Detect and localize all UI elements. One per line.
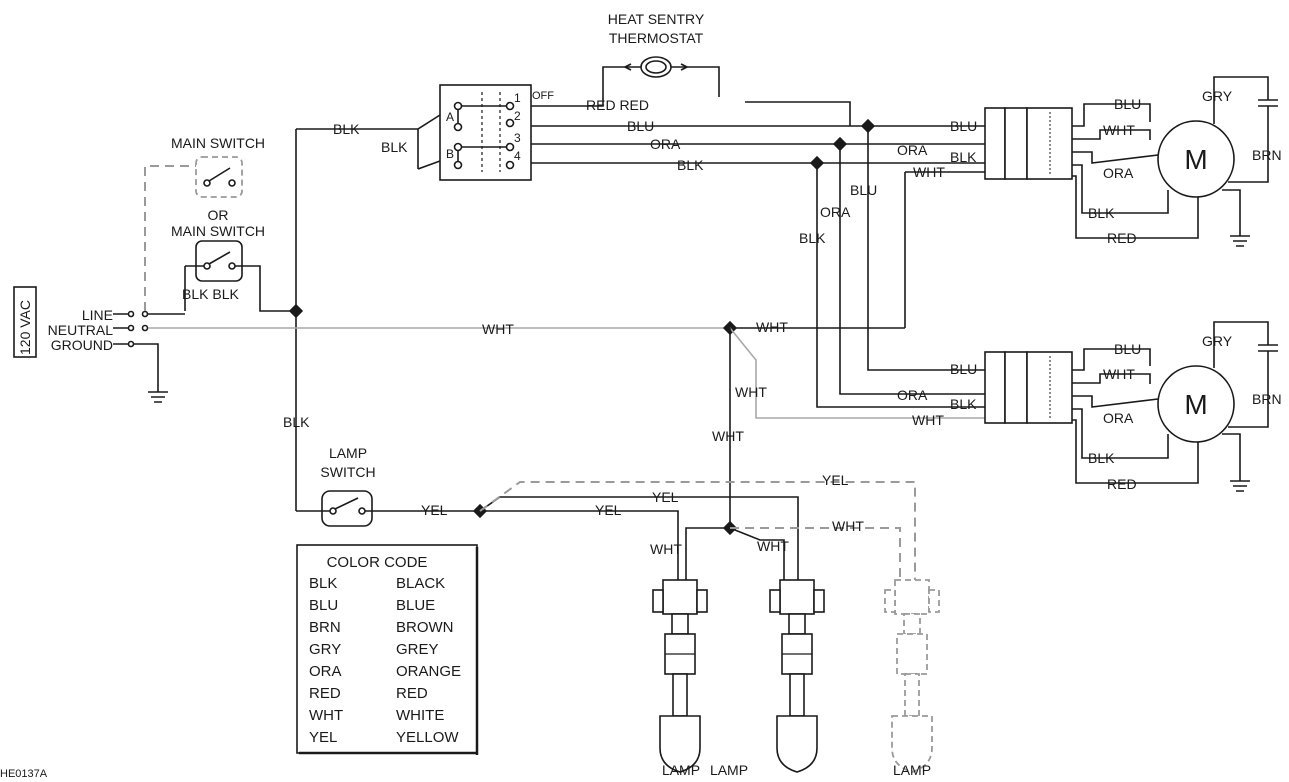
motor2-lead-wht: WHT — [1103, 366, 1135, 382]
color-code-name: BLACK — [396, 575, 445, 592]
color-code-rows: BLK BLACK BLU BLUE BRN BROWN GRY GREY ORA ORANGE R… — [309, 575, 461, 746]
thermostat-label-line1: HEAT SENTRY — [608, 11, 705, 27]
color-code-abbrev: YEL — [309, 729, 337, 746]
motor1-blk-label: BLK — [950, 149, 977, 165]
motor2-lead-ora: ORA — [1103, 410, 1134, 426]
selector-pos-2: 2 — [514, 109, 521, 123]
motor1-lead-blk: BLK — [1088, 205, 1115, 221]
motor2-lead-gry: GRY — [1202, 333, 1233, 349]
motor2-symbol: M — [1184, 389, 1207, 420]
wire-label-ora-main: ORA — [650, 136, 681, 152]
wire-label-wht-lamp1: WHT — [650, 541, 682, 557]
color-code-abbrev: BRN — [309, 619, 341, 636]
color-code-name: WHITE — [396, 707, 444, 724]
motor2-ora-label: ORA — [897, 387, 928, 403]
color-code-abbrev: BLU — [309, 597, 338, 614]
supply-voltage-label: 120 VAC — [17, 300, 33, 355]
motor2-wht-label: WHT — [912, 412, 944, 428]
selector-pos-3: 3 — [514, 131, 521, 145]
wire-label-blu-main: BLU — [627, 118, 654, 134]
color-code-name: GREY — [396, 641, 439, 658]
branch-blk-label: BLK — [799, 230, 826, 246]
color-code-abbrev: BLK — [309, 575, 337, 592]
color-code-name: RED — [396, 685, 428, 702]
selector-switch: A B 1 2 3 4 OFF — [439, 84, 554, 181]
color-code-legend: COLOR CODE BLK BLACK BLU BLUE BRN BROWN GRY GRE… — [296, 544, 479, 755]
lamp-switch-label-2: SWITCH — [320, 464, 375, 480]
supply-ground-label: GROUND — [51, 337, 113, 353]
main-switch-label-1: MAIN SWITCH — [171, 135, 265, 151]
color-code-abbrev: ORA — [309, 663, 342, 680]
motor1-lead-blu: BLU — [1114, 96, 1141, 112]
lamp-switch: LAMP SWITCH — [320, 445, 376, 527]
wire-label-wht-lamp3: WHT — [832, 518, 864, 534]
lamp-assembly-1: LAMP — [652, 579, 708, 778]
motor2-lead-brn: BRN — [1252, 391, 1282, 407]
power-supply: 120 VAC LINE NEUTRAL GROUND — [13, 286, 168, 403]
wire-label-wht-neutral: WHT — [482, 321, 514, 337]
motor-1: BLU WHT ORA BLK RED M GRY BRN — [984, 76, 1282, 247]
motor1-wht-label: WHT — [913, 164, 945, 180]
wire-label-blk-top: BLK — [333, 121, 360, 137]
supply-line-label: LINE — [82, 307, 113, 323]
lamp3-label: LAMP — [893, 762, 931, 778]
motor2-blu-label: BLU — [950, 361, 977, 377]
lamp2-label: LAMP — [710, 762, 748, 778]
thermostat-wire-label: RED RED — [586, 97, 649, 113]
motor1-ora-label: ORA — [897, 142, 928, 158]
motor1-lead-wht: WHT — [1103, 122, 1135, 138]
lamp1-label: LAMP — [662, 762, 700, 778]
wire-label-wht-lamps: WHT — [712, 428, 744, 444]
motor2-lead-red: RED — [1107, 476, 1137, 492]
color-code-name: YELLOW — [396, 729, 459, 746]
branch-ora-label: ORA — [820, 204, 851, 220]
wire-label-yel-lamp3: YEL — [822, 472, 849, 488]
lamp-switch-label-1: LAMP — [329, 445, 367, 461]
wire-label-blk-main: BLK — [677, 157, 704, 173]
motor1-symbol: M — [1184, 144, 1207, 175]
main-switch-label-2: MAIN SWITCH — [171, 223, 265, 239]
main-switch-or-label: OR — [208, 207, 229, 223]
thermostat-label-line2: THERMOSTAT — [609, 30, 704, 46]
motor2-blk-label: BLK — [950, 396, 977, 412]
wire-label-yel-switch: YEL — [421, 502, 448, 518]
figure-id: HE0137A — [0, 768, 48, 780]
color-code-name: ORANGE — [396, 663, 461, 680]
color-code-name: BROWN — [396, 619, 454, 636]
main-switch-alt: MAIN SWITCH OR MAIN SWITCH BLK BLK — [171, 135, 296, 312]
color-code-abbrev: WHT — [309, 707, 343, 724]
wire-label-wht-right: WHT — [756, 319, 788, 335]
color-code-title: COLOR CODE — [327, 554, 428, 571]
motor1-lead-red: RED — [1107, 230, 1137, 246]
selector-off-label: OFF — [532, 90, 554, 102]
color-code-abbrev: GRY — [309, 641, 341, 658]
lamp-assembly-2: LAMP — [710, 579, 825, 778]
motor1-lead-brn: BRN — [1252, 147, 1282, 163]
wire-label-wht-lamp2: WHT — [757, 538, 789, 554]
selector-pos-4: 4 — [514, 149, 521, 163]
color-code-name: BLUE — [396, 597, 435, 614]
supply-neutral-label: NEUTRAL — [48, 322, 114, 338]
wire-label-wht-branch: WHT — [735, 384, 767, 400]
selector-label-a: A — [446, 110, 454, 124]
selector-pos-1: 1 — [514, 91, 521, 105]
main-switch-wire-label: BLK BLK — [182, 286, 239, 302]
selector-in-blk-label: BLK — [381, 139, 408, 155]
motor2-lead-blk: BLK — [1088, 450, 1115, 466]
motor-2: BLU WHT ORA BLK RED M GRY BRN — [984, 321, 1282, 492]
wire-label-blk-lamp: BLK — [283, 414, 310, 430]
lamp-assembly-3-optional: LAMP — [884, 579, 940, 778]
wire-label-yel-lamp1: YEL — [595, 502, 622, 518]
branch-blu-label: BLU — [850, 182, 877, 198]
color-code-abbrev: RED — [309, 685, 341, 702]
motor1-lead-ora: ORA — [1103, 165, 1134, 181]
motor1-blu-label: BLU — [950, 118, 977, 134]
motor2-lead-blu: BLU — [1114, 341, 1141, 357]
heat-sentry-thermostat: HEAT SENTRY THERMOSTAT — [602, 11, 720, 100]
wire-label-yel-lamp2: YEL — [652, 489, 679, 505]
selector-label-b: B — [446, 147, 454, 161]
motor1-lead-gry: GRY — [1202, 88, 1233, 104]
